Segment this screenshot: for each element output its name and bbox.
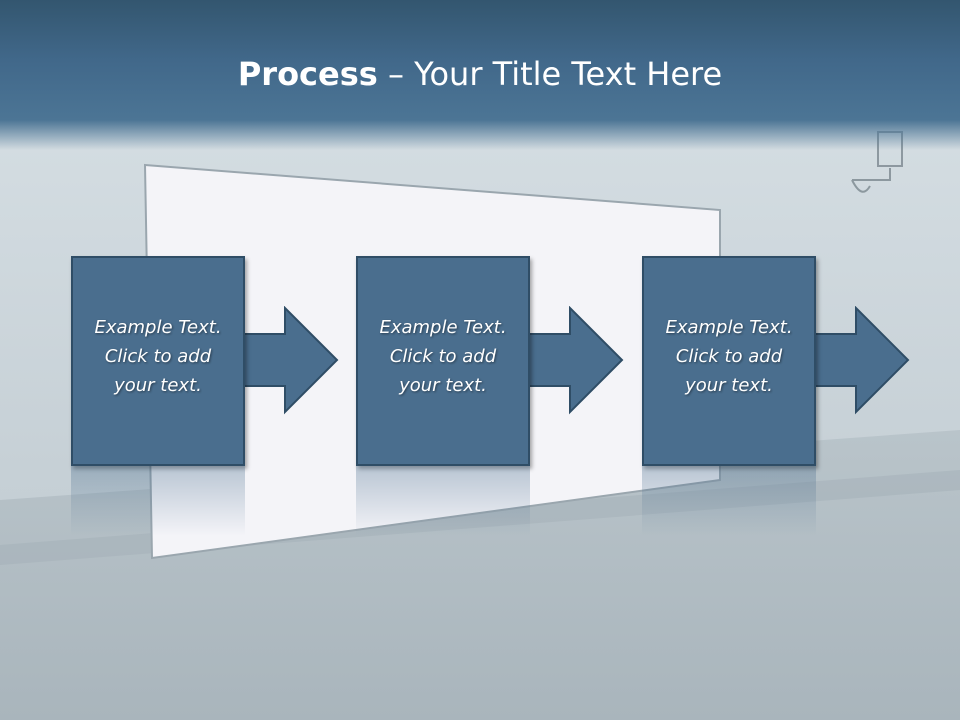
step-box[interactable]: Example Text. Click to add your text. xyxy=(71,256,245,466)
title-rest: – Your Title Text Here xyxy=(377,55,723,93)
step-text[interactable]: Example Text. Click to add your text. xyxy=(379,317,507,396)
step-reflection xyxy=(356,466,530,536)
step-reflection xyxy=(71,466,245,536)
right-arrow-icon xyxy=(241,306,339,415)
step-text[interactable]: Example Text. Click to add your text. xyxy=(94,317,222,396)
step-text[interactable]: Example Text. Click to add your text. xyxy=(665,317,793,396)
slide-title[interactable]: Process – Your Title Text Here xyxy=(0,52,960,96)
step-reflection xyxy=(642,466,816,536)
title-bold: Process xyxy=(237,55,378,93)
title-bar xyxy=(0,0,960,150)
step-box[interactable]: Example Text. Click to add your text. xyxy=(642,256,816,466)
right-arrow-icon xyxy=(526,306,624,415)
right-arrow-icon xyxy=(812,306,910,415)
step-box[interactable]: Example Text. Click to add your text. xyxy=(356,256,530,466)
